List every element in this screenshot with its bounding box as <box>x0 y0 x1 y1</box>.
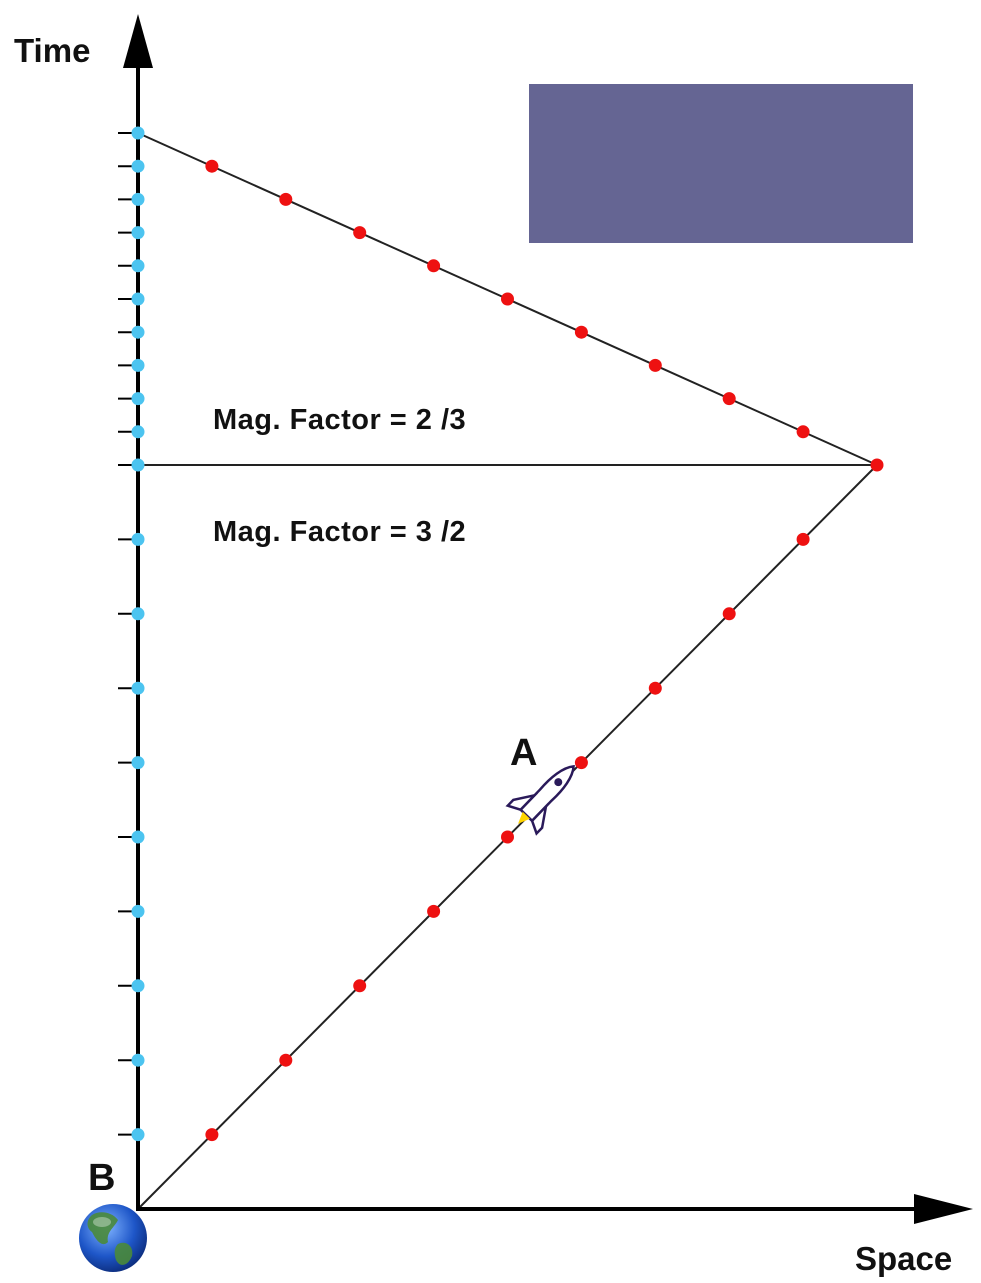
time-axis-arrowhead <box>123 14 153 68</box>
point-a-label: A <box>510 732 537 774</box>
traveler-clock-mark <box>427 259 441 273</box>
traveler-clock-mark <box>205 1128 219 1142</box>
traveler-clock-mark <box>353 226 367 240</box>
earth-clock-mark <box>131 325 145 339</box>
axes <box>123 14 973 1224</box>
earth-clock-mark <box>131 226 145 240</box>
rocket-icon <box>505 764 575 836</box>
traveler-clock-mark <box>796 532 810 546</box>
earth-clock-mark <box>131 904 145 918</box>
traveler-clock-mark <box>722 607 736 621</box>
earth-clock-mark <box>131 830 145 844</box>
earth-clock-mark <box>131 126 145 140</box>
factor-label-upper: Mag. Factor = 2 /3 <box>213 404 466 436</box>
traveler-clock-mark <box>279 1053 293 1067</box>
time-axis-label: Time <box>14 32 90 69</box>
earth-clock-mark <box>131 1128 145 1142</box>
earth-clock-mark <box>131 425 145 439</box>
earth-clock-marks <box>131 126 145 1142</box>
earth-clock-mark <box>131 979 145 993</box>
traveler-clock-mark <box>648 681 662 695</box>
redacted-box <box>529 84 913 243</box>
traveler-clock-marks <box>205 159 884 1142</box>
space-axis-arrowhead <box>914 1194 973 1224</box>
traveler-clock-mark <box>279 192 293 206</box>
earth-clock-mark <box>131 192 145 206</box>
factor-label-lower: Mag. Factor = 3 /2 <box>213 516 466 548</box>
traveler-clock-mark <box>501 292 514 306</box>
earth-clock-mark <box>131 392 145 406</box>
traveler-clock-mark <box>870 458 884 472</box>
traveler-clock-mark <box>796 425 810 439</box>
earth-globe-icon <box>79 1204 147 1272</box>
earth-clock-mark <box>131 159 145 173</box>
traveler-clock-mark <box>722 392 736 406</box>
earth-clock-mark <box>131 358 145 372</box>
traveler-clock-mark <box>648 358 662 372</box>
traveler-clock-mark <box>427 904 441 918</box>
traveler-clock-mark <box>574 756 588 770</box>
space-axis-label: Space <box>855 1240 952 1277</box>
traveler-clock-mark <box>574 325 588 339</box>
point-b-label: B <box>88 1157 115 1199</box>
earth-clock-mark <box>131 292 145 306</box>
earth-clock-mark <box>131 458 145 472</box>
earth-clock-mark <box>131 532 145 546</box>
traveler-clock-mark <box>353 979 367 993</box>
traveler-clock-mark <box>501 830 514 844</box>
traveler-clock-mark <box>205 159 219 173</box>
earth-clock-mark <box>131 756 145 770</box>
earth-clock-mark <box>131 607 145 621</box>
earth-clock-mark <box>131 1053 145 1067</box>
earth-clock-mark <box>131 681 145 695</box>
earth-clock-mark <box>131 259 145 273</box>
